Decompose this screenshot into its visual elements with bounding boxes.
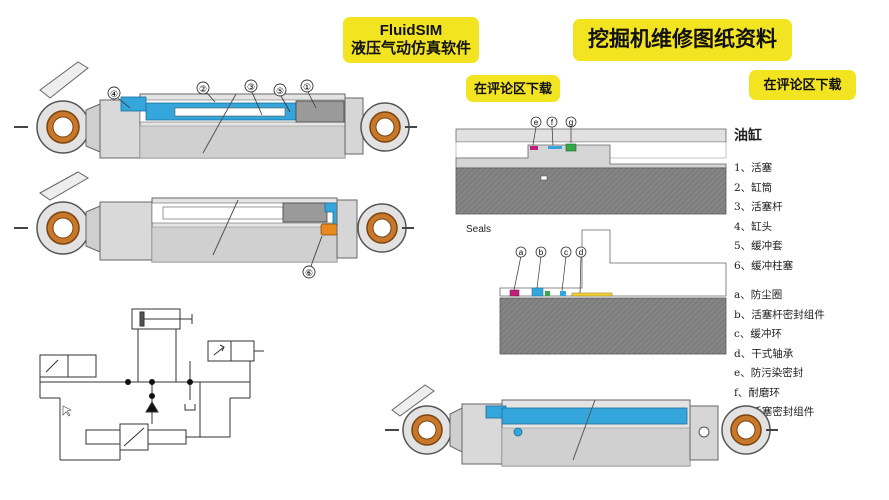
legend-seal-item: a、防尘圈 <box>734 289 783 301</box>
pump-icon <box>145 401 159 413</box>
legend-part-item: 6、缓冲柱塞 <box>734 259 794 272</box>
seal-detail-top: e f g <box>455 116 727 215</box>
cylinder-1-cutaway <box>14 61 417 159</box>
cylinder-1-callouts: ④ ② ③ ⑤ ① <box>107 79 317 116</box>
legend-part-item: 1、活塞 <box>734 162 773 174</box>
fluidsim-title: FluidSIM <box>379 22 443 39</box>
oil-chamber <box>501 407 688 425</box>
port-fitting <box>513 427 523 437</box>
parts-legend: 油缸 1、活塞 2、缸筒 3、活塞杆 4、缸头 5、缓冲套 6、缓冲柱塞 a、防… <box>734 125 884 423</box>
wrench-grip-icon <box>391 384 435 417</box>
callout-c: c <box>564 248 568 257</box>
legend-part-item: 5、缓冲套 <box>734 240 783 252</box>
piston <box>295 100 345 123</box>
download-banner-left[interactable]: 在评论区下载 <box>466 75 560 102</box>
callout-3: ③ <box>247 82 255 92</box>
callout-b: b <box>539 248 544 257</box>
piston-rod <box>162 206 284 220</box>
seals-label: Seals <box>466 224 492 235</box>
legend-seal-item: c、缓冲环 <box>734 328 782 340</box>
piston <box>282 202 328 223</box>
wrench-grip-icon <box>39 171 89 201</box>
wrench-grip-icon <box>39 61 89 99</box>
mouse-cursor-icon <box>62 405 72 417</box>
cylinder-2-cutaway <box>14 171 414 263</box>
download-banner-right[interactable]: 在评论区下载 <box>749 70 856 100</box>
piston-rod <box>174 107 286 117</box>
cylinder-head <box>99 201 153 261</box>
callout-5: ⑤ <box>276 86 284 96</box>
legend-part-item: 4、缸头 <box>734 220 773 233</box>
legend-part-item: 3、活塞杆 <box>734 201 783 213</box>
callout-g: g <box>569 118 573 127</box>
callout-d: d <box>579 248 583 257</box>
legend-title: 油缸 <box>734 128 762 144</box>
legend-seal-item: b、活塞杆密封组件 <box>734 308 825 321</box>
fluidsim-banner: FluidSIM 液压气动仿真软件 <box>343 17 479 63</box>
callout-e: e <box>534 118 539 127</box>
fluidsim-subtitle: 液压气动仿真软件 <box>350 40 471 57</box>
seal-detail-bottom: a b c d <box>499 229 727 355</box>
callout-2: ② <box>199 84 207 94</box>
legend-part-item: 2、缸筒 <box>734 181 773 194</box>
legend-seal-item: e、防污染密封 <box>734 367 804 379</box>
cylinder-3-cutaway <box>385 384 778 467</box>
cushion-plunger <box>320 223 338 236</box>
legend-seal-item: f、耐磨环 <box>734 386 780 399</box>
callout-f: f <box>551 118 554 127</box>
callout-a: a <box>519 248 524 257</box>
callout-4: ④ <box>110 89 118 99</box>
cylinder-2-callout: ⑥ <box>302 235 323 279</box>
main-title-banner: 挖掘机维修图纸资料 <box>573 19 792 61</box>
hydraulic-schematic <box>39 308 264 461</box>
callout-6: ⑥ <box>305 268 313 278</box>
legend-seal-item: d、干式轴承 <box>734 347 794 360</box>
callout-1: ① <box>303 82 311 92</box>
